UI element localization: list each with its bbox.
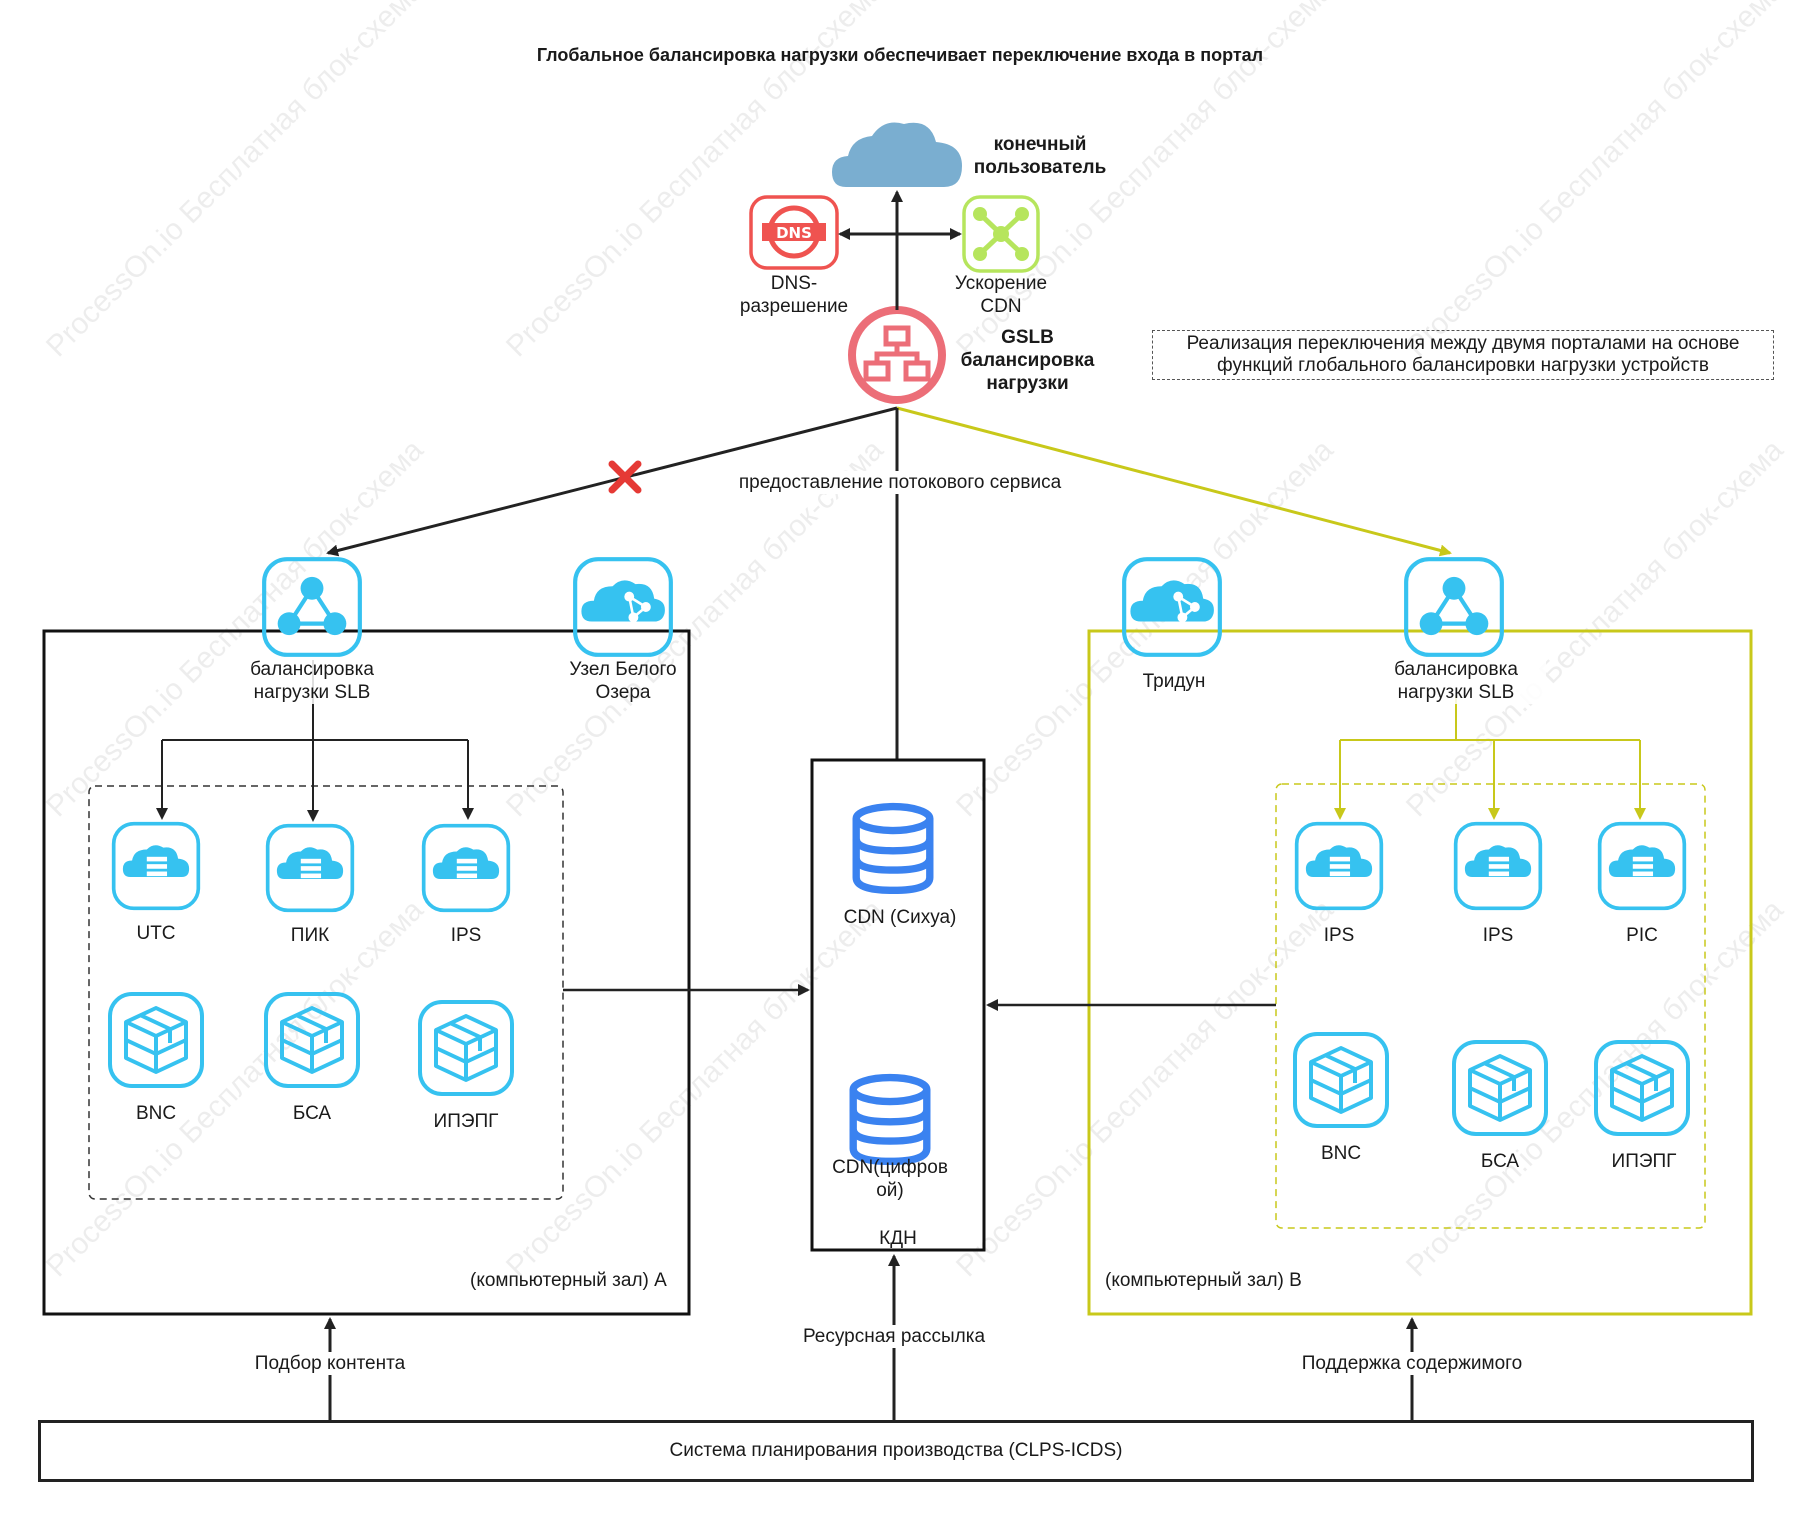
hall-b-server-icon [1297, 824, 1382, 909]
hall-b-server-label: PIC [1626, 925, 1658, 946]
hall-a-server-label: IPS [450, 925, 482, 946]
hall-b-server-label: IPS [1323, 925, 1355, 946]
hall-b-server-icon [1456, 824, 1541, 909]
hall-b-box-icon [1454, 1042, 1546, 1134]
dns-icon: DNS [749, 195, 839, 270]
cdn-sihua-label: CDN (Сихуа) [843, 907, 957, 928]
hall-b-frame [1087, 629, 1753, 1316]
hall-a-server-label: ПИК [290, 925, 330, 946]
hall-a-label: (компьютерный зал) A [470, 1270, 667, 1291]
cdn-digital-label: CDN(цифровой) [832, 1157, 948, 1201]
hall-b-label: (компьютерный зал) B [1105, 1270, 1302, 1291]
hall-b-server-group [1275, 783, 1706, 1229]
hall-a-box-label: БСА [292, 1103, 332, 1124]
hall-a-server-group [88, 785, 564, 1200]
hall-b-server-icon [1600, 824, 1685, 909]
hall-a-box-icon [420, 1002, 512, 1094]
gslb-to-slb-b-line [896, 406, 1452, 557]
hall-b-box-icon [1295, 1034, 1387, 1126]
cdn-acceleration-label: Ускорение CDN [954, 273, 1048, 317]
end-user-label: конечный пользователь [973, 134, 1107, 178]
hall-a-box-label: ИПЭПГ [433, 1111, 499, 1132]
svg-text:DNS: DNS [776, 224, 812, 242]
hall-a-slb-label: балансировка нагрузки SLB [222, 658, 402, 704]
stream-service-label: предоставление потокового сервиса [700, 471, 1100, 494]
page-title: Глобальное балансировка нагрузки обеспеч… [536, 45, 1264, 65]
hall-a-box-label: BNC [135, 1103, 177, 1124]
gslb-icon [848, 306, 946, 404]
end-user-cloud-icon [832, 122, 962, 187]
content-support-label: Поддержка содержимого [1282, 1352, 1542, 1375]
resource-distribution-label: Ресурсная рассылка [784, 1325, 1004, 1348]
hall-a-box-icon [266, 994, 358, 1086]
hall-b-distribution-lines [1334, 695, 1646, 820]
hall-a-server-label: UTC [136, 923, 176, 944]
cdn-digital-db-icon [853, 1078, 927, 1162]
dns-label: DNS-разрешение [739, 273, 849, 317]
hall-b-node-icon [1124, 559, 1220, 655]
hall-a-node-label: Узел Белого Озера [569, 659, 677, 703]
hall-b-box-label: BNC [1320, 1143, 1362, 1164]
hall-b-box-label: БСА [1480, 1151, 1520, 1172]
hall-a-box-icon [110, 994, 202, 1086]
gslb-to-slb-a-line [326, 406, 898, 557]
hall-b-slb-icon [1406, 559, 1502, 655]
hall-b-server-label: IPS [1482, 925, 1514, 946]
hall-a-slb-icon [264, 559, 360, 655]
note-box: Реализация переключения между двумя порт… [1152, 330, 1774, 380]
production-planning-system: Система планирования производства (CLPS-… [38, 1420, 1754, 1482]
hall-b-box-label: ИПЭПГ [1611, 1151, 1677, 1172]
cdn-acceleration-icon [962, 195, 1040, 273]
cdn-sihua-db-icon [856, 807, 930, 891]
hall-b-node-label: Тридун [1142, 671, 1206, 692]
gslb-label: GSLB балансировка нагрузки [960, 327, 1095, 394]
hall-a-frame [42, 629, 691, 1316]
hall-b-box-icon [1596, 1042, 1688, 1134]
hall-a-server-icon [424, 826, 509, 911]
blocked-route-cross-icon [608, 460, 642, 494]
cdn-box-label: КДН [879, 1228, 917, 1249]
hall-b-slb-label: балансировка нагрузки SLB [1366, 658, 1546, 704]
hall-a-node-icon [575, 559, 671, 655]
cdn-box [810, 758, 986, 1252]
top-connectors [838, 190, 962, 310]
hall-a-server-icon [114, 824, 199, 909]
content-select-label: Подбор контента [230, 1352, 430, 1375]
hall-a-server-icon [268, 826, 353, 911]
